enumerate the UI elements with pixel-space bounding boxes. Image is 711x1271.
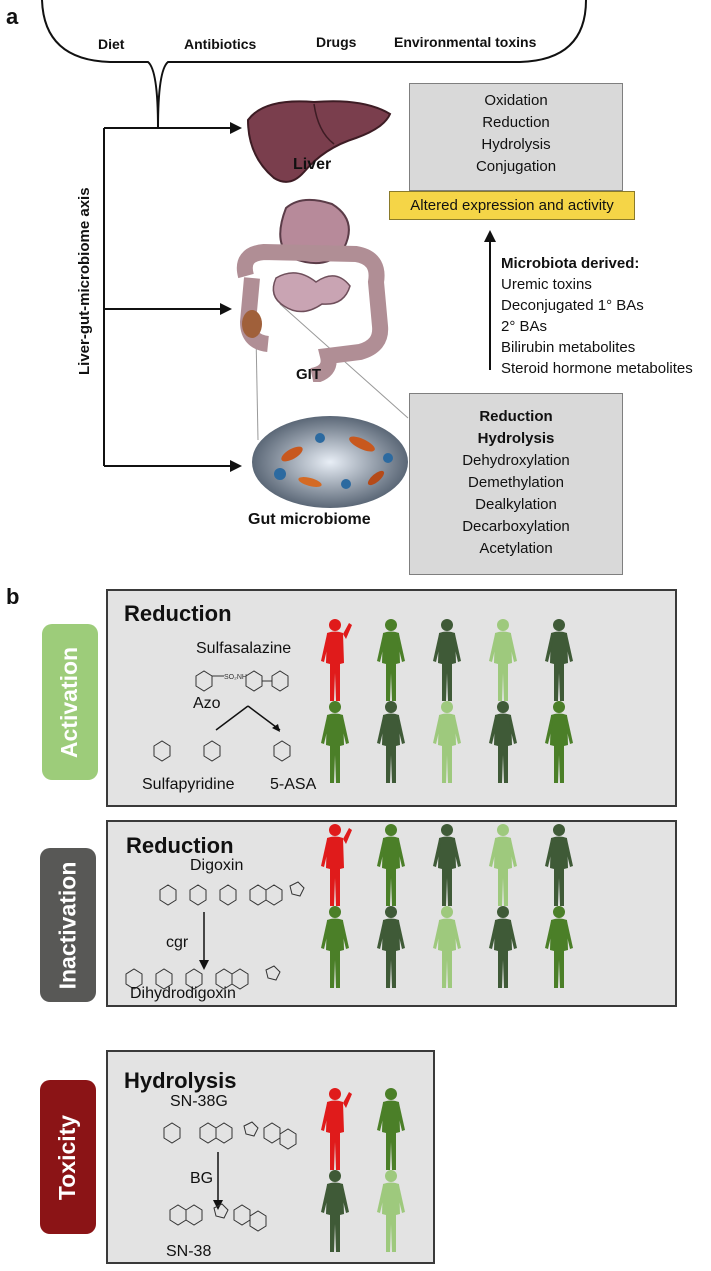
- product-5asa: 5-ASA: [270, 776, 317, 793]
- human-figure-icon: [433, 619, 461, 701]
- liver-reaction: Conjugation: [475, 158, 557, 175]
- human-figure-icon: [545, 906, 573, 988]
- microbiome-illustration: [252, 416, 408, 508]
- category-label: Toxicity: [54, 1114, 81, 1200]
- digoxin-structure: [159, 881, 305, 906]
- reaction-label: Hydrolysis: [124, 1068, 237, 1093]
- product-name: SN-38: [166, 1243, 212, 1260]
- product-name: Dihydrodigoxin: [130, 985, 236, 1002]
- category-label: Activation: [56, 646, 83, 758]
- microbiome-reaction-bold: Reduction: [479, 408, 553, 425]
- microbiome-reaction: Acetylation: [479, 540, 553, 557]
- human-figure-icon: [545, 824, 573, 906]
- human-figure-icon: [377, 701, 405, 783]
- enzyme-fork-arrow: [215, 705, 281, 732]
- human-figure-icon: [377, 824, 405, 906]
- human-figure-icon: [377, 1088, 405, 1170]
- liver-illustration: [246, 100, 392, 183]
- human-figure-icon: [321, 906, 349, 988]
- git-illustration: [236, 198, 389, 382]
- drug-name: Digoxin: [190, 857, 244, 874]
- human-figure-icon: [377, 906, 405, 988]
- drug-name: SN-38G: [170, 1093, 228, 1110]
- human-figure-icon: [377, 619, 405, 701]
- reaction-label: Reduction: [124, 601, 232, 626]
- microbiota-item: Steroid hormone metabolites: [501, 360, 693, 377]
- panel-toxicity: [106, 1050, 435, 1264]
- input-environmental-toxins: Environmental toxins: [394, 34, 537, 50]
- altered-expression-text: Altered expression and activity: [410, 197, 614, 214]
- human-figure-icon: [545, 701, 573, 783]
- liver-reactions-box: Oxidation Reduction Hydrolysis Conjugati…: [409, 83, 623, 191]
- human-figure-icon: [489, 906, 517, 988]
- svg-text:SO₂NH: SO₂NH: [224, 674, 247, 681]
- human-figure-icon: [489, 619, 517, 701]
- input-antibiotics: Antibiotics: [184, 36, 257, 52]
- microbiota-item: Bilirubin metabolites: [501, 339, 636, 356]
- panel-b-letter: b: [6, 584, 20, 609]
- microbiota-item: 2° BAs: [501, 318, 548, 335]
- liver-label: Liver: [293, 156, 332, 173]
- category-label: Inactivation: [54, 861, 81, 989]
- liver-reaction: Oxidation: [484, 92, 548, 109]
- conversion-arrow: [213, 1152, 223, 1210]
- product-structures: [153, 740, 291, 762]
- git-label: GIT: [296, 366, 321, 383]
- liver-reaction: Reduction: [482, 114, 550, 131]
- drug-name: Sulfasalazine: [196, 640, 292, 657]
- human-figure-icon: [321, 701, 349, 783]
- microbiome-reaction: Decarboxylation: [462, 518, 570, 535]
- liver-reaction: Hydrolysis: [481, 136, 551, 153]
- panel-a-letter: a: [6, 4, 19, 29]
- microbiota-item: Deconjugated 1° BAs: [501, 297, 644, 314]
- product-sulfapyridine: Sulfapyridine: [142, 776, 235, 793]
- human-figure-icon: [433, 906, 461, 988]
- microbiome-reaction-bold: Hydrolysis: [477, 430, 555, 447]
- human-figure-icon: [433, 824, 461, 906]
- microbiome-reactions-box: Reduction Hydrolysis Dehydroxylation Dem…: [409, 393, 623, 575]
- conversion-arrow: [199, 912, 209, 970]
- reaction-label: Reduction: [126, 833, 234, 858]
- human-figure-icon: [489, 824, 517, 906]
- axis-label: Liver-gut-microbiome axis: [76, 187, 93, 375]
- category-activation: Activation: [42, 624, 98, 780]
- human-figure-icon: [321, 619, 352, 701]
- input-drugs: Drugs: [316, 34, 357, 50]
- sulfasalazine-structure: SO₂NH: [195, 670, 289, 692]
- microbiota-title: Microbiota derived:: [501, 255, 640, 272]
- sn38g-structure: [163, 1121, 297, 1150]
- microbiome-reaction: Demethylation: [468, 474, 564, 491]
- human-figure-icon: [489, 701, 517, 783]
- dihydrodigoxin-structure: [125, 965, 281, 990]
- microbiome-reaction: Dealkylation: [475, 496, 557, 513]
- human-figure-icon: [377, 1170, 405, 1252]
- microbiota-item: Uremic toxins: [501, 276, 592, 293]
- input-brace: [41, 0, 587, 472]
- input-diet: Diet: [98, 36, 125, 52]
- microbiome-reaction: Dehydroxylation: [462, 452, 570, 469]
- category-toxicity: Toxicity: [40, 1080, 96, 1234]
- category-inactivation: Inactivation: [40, 848, 96, 1002]
- human-figure-icon: [545, 619, 573, 701]
- altered-expression-box: Altered expression and activity: [389, 191, 635, 220]
- enzyme-label: Azo: [193, 695, 221, 712]
- human-figure-icon: [321, 1088, 352, 1170]
- microbiota-derived-list: Microbiota derived: Uremic toxins Deconj…: [501, 253, 693, 379]
- human-figure-icon: [433, 701, 461, 783]
- microbiome-label: Gut microbiome: [248, 511, 371, 528]
- sn38-structure: [169, 1203, 267, 1232]
- human-figure-icon: [321, 1170, 349, 1252]
- human-figure-icon: [321, 824, 352, 906]
- enzyme-label: BG: [190, 1170, 214, 1187]
- enzyme-label: cgr: [166, 934, 189, 951]
